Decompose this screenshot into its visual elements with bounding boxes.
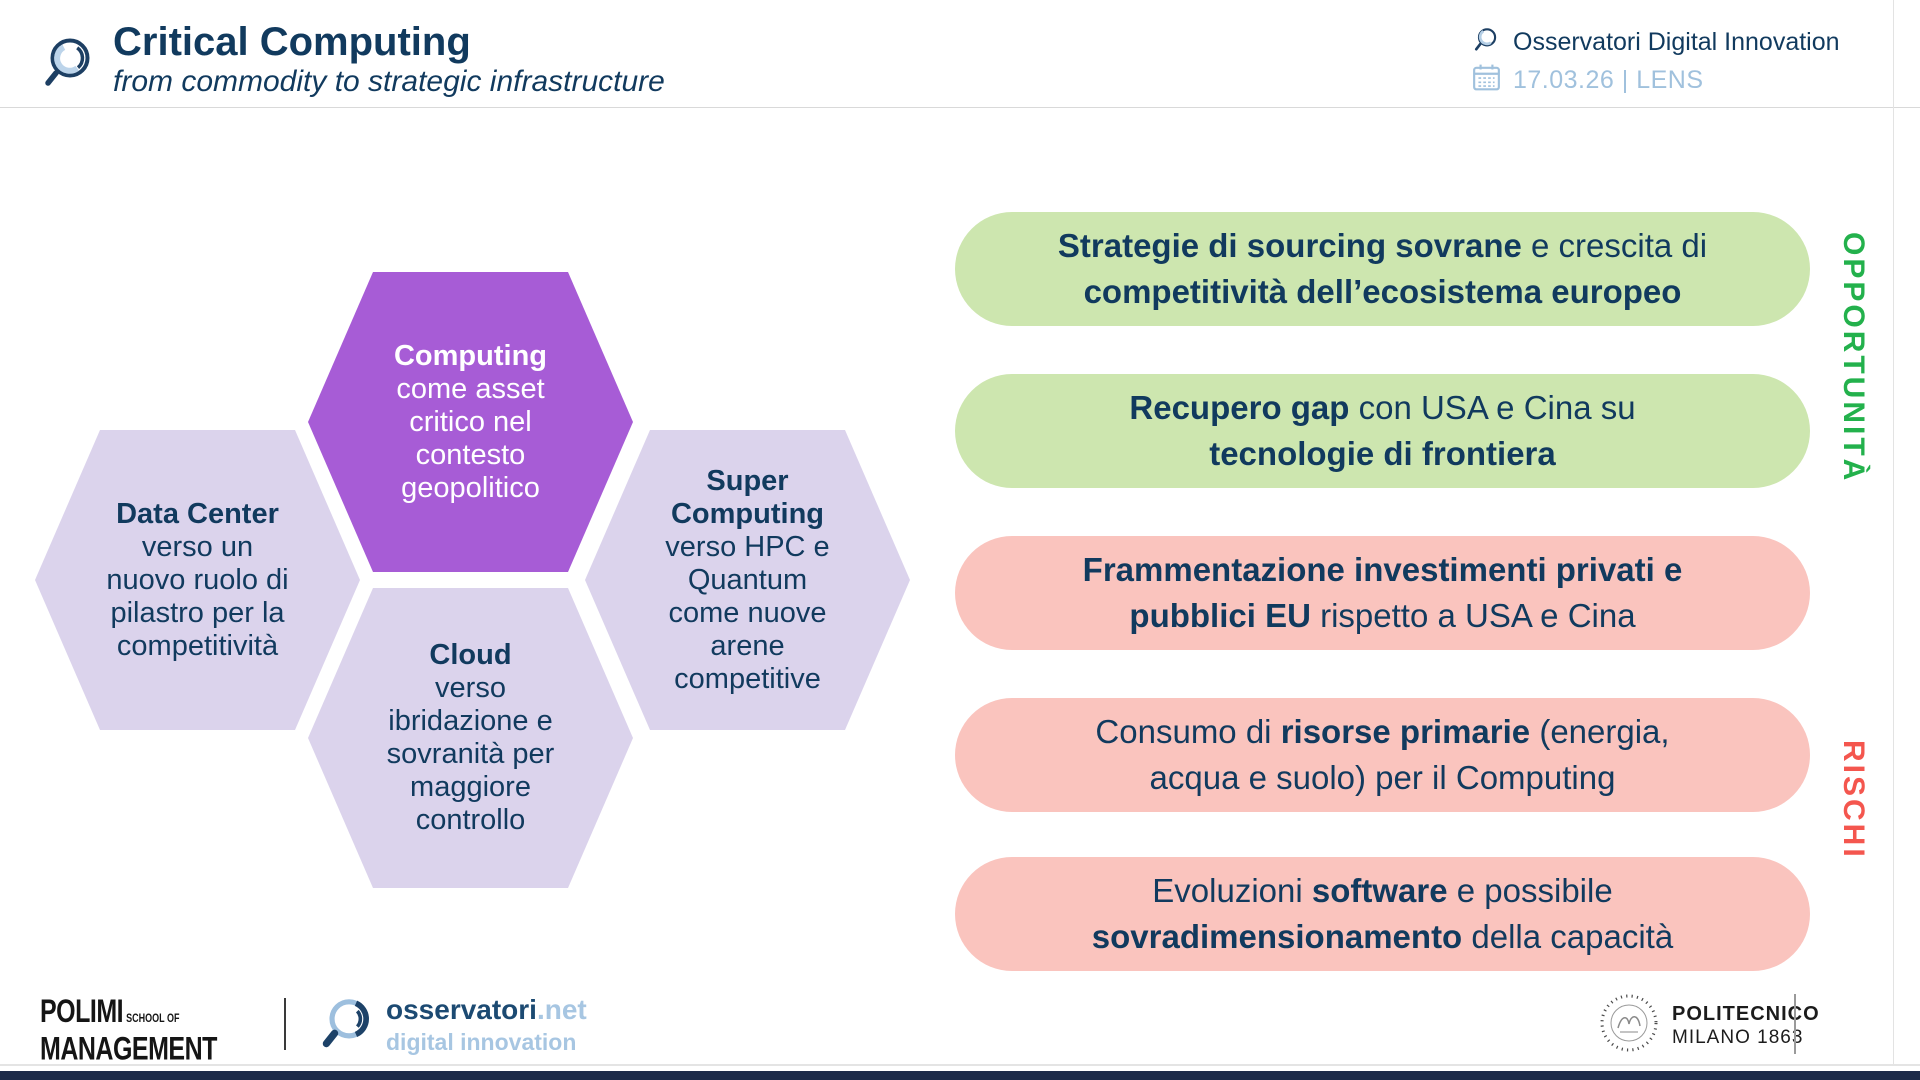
osservatori-name: osservatori	[386, 994, 537, 1025]
bottom-accent-bar	[0, 1071, 1920, 1080]
osservatori-magnifier-icon	[318, 992, 376, 1061]
magnifier-icon	[1472, 25, 1501, 59]
date-lens-label: 17.03.26 | LENS	[1513, 65, 1704, 94]
slide-right-edge-line	[1893, 0, 1894, 1064]
date-row: 17.03.26 | LENS	[1472, 64, 1840, 96]
politecnico-sub: MILANO 1863	[1672, 1027, 1804, 1048]
polimi-logo-line2: MANAGEMENT	[40, 1031, 217, 1068]
polimi-school-of: SCHOOL OF	[126, 1011, 180, 1025]
politecnico-logo-text: POLITECNICO MILANO 1863	[1672, 1002, 1820, 1049]
osservatori-logo-text: osservatori.net digital innovation	[386, 996, 587, 1056]
header-divider	[0, 107, 1920, 108]
brand-name: Osservatori Digital Innovation	[1513, 27, 1840, 56]
brand-row: Osservatori Digital Innovation	[1472, 26, 1840, 58]
risks-label: RISCHI	[1837, 740, 1870, 860]
footer-divider-left	[284, 998, 286, 1050]
lens-logo-icon	[36, 30, 98, 101]
osservatori-net: osservatori.net	[386, 996, 587, 1029]
politecnico-name: POLITECNICO	[1672, 1003, 1820, 1025]
page-subtitle: from commodity to strategic infrastructu…	[113, 65, 665, 98]
footer-hairline	[0, 1064, 1920, 1066]
header-right: Osservatori Digital Innovation 17.03.26 …	[1472, 26, 1840, 96]
polimi-name: POLIMI	[40, 993, 124, 1030]
footer-divider-right	[1794, 994, 1796, 1054]
osservatori-tagline: digital innovation	[386, 1029, 577, 1055]
title-block: Critical Computing from commodity to str…	[113, 20, 665, 100]
calendar-icon	[1472, 63, 1501, 97]
pill-risk-risorse: Consumo di risorse primarie (energia,acq…	[955, 698, 1810, 812]
pill-opportunity-sourcing: Strategie di sourcing sovrane e crescita…	[955, 212, 1810, 326]
page-title: Critical Computing	[113, 20, 471, 64]
osservatori-net-suffix: .net	[536, 994, 587, 1025]
opportunities-label: OPPORTUNITÀ	[1837, 232, 1870, 484]
politecnico-seal-icon	[1598, 992, 1660, 1059]
